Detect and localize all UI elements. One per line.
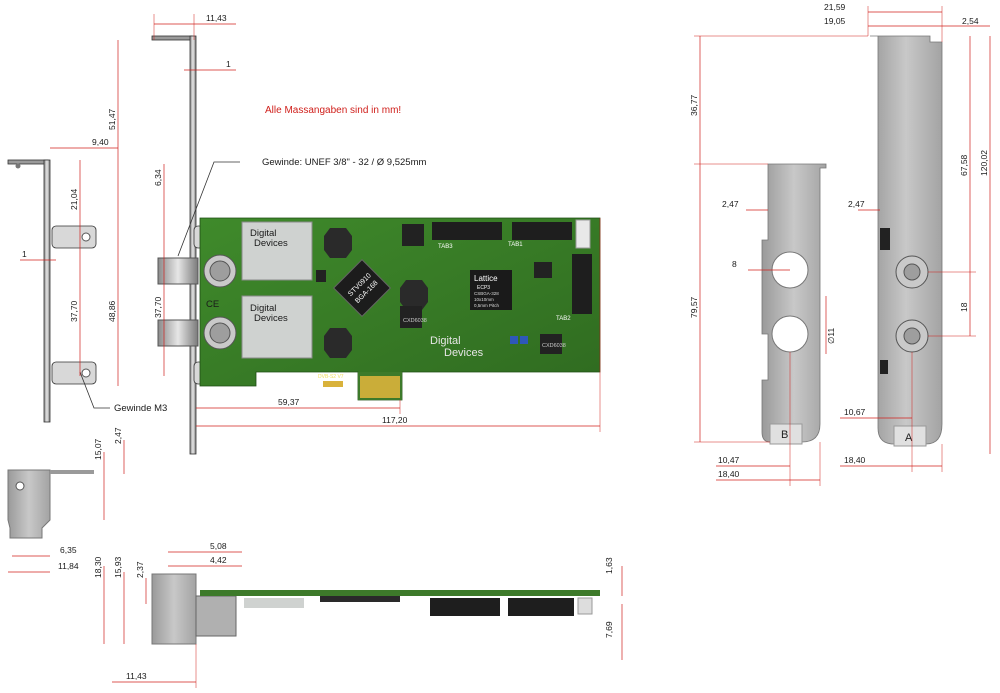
dim-18-40-a: 18,40 xyxy=(844,455,866,465)
dim-8: 8 xyxy=(732,259,737,269)
low-profile-bracket-side xyxy=(7,159,97,423)
lattice-pkg: CSBGA-328 xyxy=(474,291,499,296)
dim-5-08: 5,08 xyxy=(210,541,227,551)
pcie-gold-fingers xyxy=(360,376,400,398)
dim-18: 18 xyxy=(959,302,969,312)
lattice-size: 10x10mm xyxy=(474,297,494,302)
fw-label: DVB-S2 V7 xyxy=(318,374,344,380)
dim-15-93: 15,93 xyxy=(113,556,123,578)
dim-9-40: 9,40 xyxy=(92,137,109,147)
bracket-b-label: B xyxy=(781,429,788,441)
dim-10-47: 10,47 xyxy=(718,455,740,465)
dim-h-1: 1 xyxy=(22,249,27,259)
dim-10-67: 10,67 xyxy=(844,407,866,417)
dim-2-54: 2,54 xyxy=(962,16,979,26)
bracket-foot-detail xyxy=(7,469,94,539)
dim-51-47: 51,47 xyxy=(107,108,117,130)
dim-21-59: 21,59 xyxy=(824,2,846,12)
dim-2-47-left: 2,47 xyxy=(113,427,123,444)
dim-4-42: 4,42 xyxy=(210,555,227,565)
dim-2-37: 2,37 xyxy=(135,561,145,578)
shield1-brand-2: Devices xyxy=(254,238,288,249)
board-brand-2: Devices xyxy=(444,347,484,359)
lattice-pitch: 0,5mm Pitch xyxy=(474,303,500,308)
dim-6-35: 6,35 xyxy=(60,545,77,555)
dim-1-63: 1,63 xyxy=(604,557,614,574)
dim-67-58: 67,58 xyxy=(959,154,969,176)
dim-19-05: 19,05 xyxy=(824,16,846,26)
tab2-label: TAB2 xyxy=(556,316,571,322)
ce-mark: CE xyxy=(206,299,219,310)
dim-21-04: 21,04 xyxy=(69,188,79,210)
lattice-ecp3: ECP3 xyxy=(477,285,490,291)
board-side-view xyxy=(151,573,600,645)
shield2-brand-1: Digital xyxy=(250,303,276,314)
dimension-lines xyxy=(8,6,991,688)
dim-120-02: 120,02 xyxy=(979,150,989,176)
dim-top-11-43: 11,43 xyxy=(206,13,227,23)
thread-note: Gewinde: UNEF 3/8" - 32 / Ø 9,525mm xyxy=(262,157,426,168)
shield1-brand-1: Digital xyxy=(250,228,276,239)
dim-11-43-bottom: 11,43 xyxy=(126,671,147,681)
dim-11-84: 11,84 xyxy=(58,561,79,571)
screw-note: Gewinde M3 xyxy=(114,403,167,414)
bracket-a: A xyxy=(870,35,943,447)
dim-2-47-a: 2,47 xyxy=(848,199,865,209)
units-note: Alle Massangaben sind in mm! xyxy=(265,105,401,116)
dim-2-47-b: 2,47 xyxy=(722,199,739,209)
bracket-b: B xyxy=(761,163,827,445)
dim-top-1: 1 xyxy=(226,59,231,69)
chip-small-a: CXD6038 xyxy=(403,318,427,324)
dim-18-30: 18,30 xyxy=(93,556,103,578)
bracket-a-label: A xyxy=(905,432,913,444)
dim-15-07: 15,07 xyxy=(93,438,103,460)
dim-18-40-b: 18,40 xyxy=(718,469,740,479)
dim-117-20: 117,20 xyxy=(382,415,408,425)
dimension-values: 11,43 1 51,47 9,40 6,34 21,04 1 37,70 48… xyxy=(22,2,989,681)
dim-59-37: 59,37 xyxy=(278,397,300,407)
dim-7-69: 7,69 xyxy=(604,621,614,638)
chip-small-b: CXD6038 xyxy=(542,343,566,349)
dim-37-70-a: 37,70 xyxy=(69,300,79,322)
dim-dia-11: ∅11 xyxy=(826,327,836,344)
lattice-label: Lattice xyxy=(474,274,498,283)
dim-79-57: 79,57 xyxy=(689,296,699,318)
pcb-board: Digital Devices Digital Devices CE STV09… xyxy=(157,217,601,401)
board-brand-1: Digital xyxy=(430,335,461,347)
dim-6-34: 6,34 xyxy=(153,169,163,186)
dim-36-77: 36,77 xyxy=(689,94,699,116)
leader-lines xyxy=(79,161,240,409)
dim-37-70-b: 37,70 xyxy=(153,296,163,318)
shield2-brand-2: Devices xyxy=(254,313,288,324)
tab3-label: TAB3 xyxy=(438,244,453,250)
tab1-label: TAB1 xyxy=(508,242,523,248)
dim-48-86: 48,86 xyxy=(107,300,117,322)
st-demod-chip: STV0910 BGA-168 xyxy=(333,259,391,317)
